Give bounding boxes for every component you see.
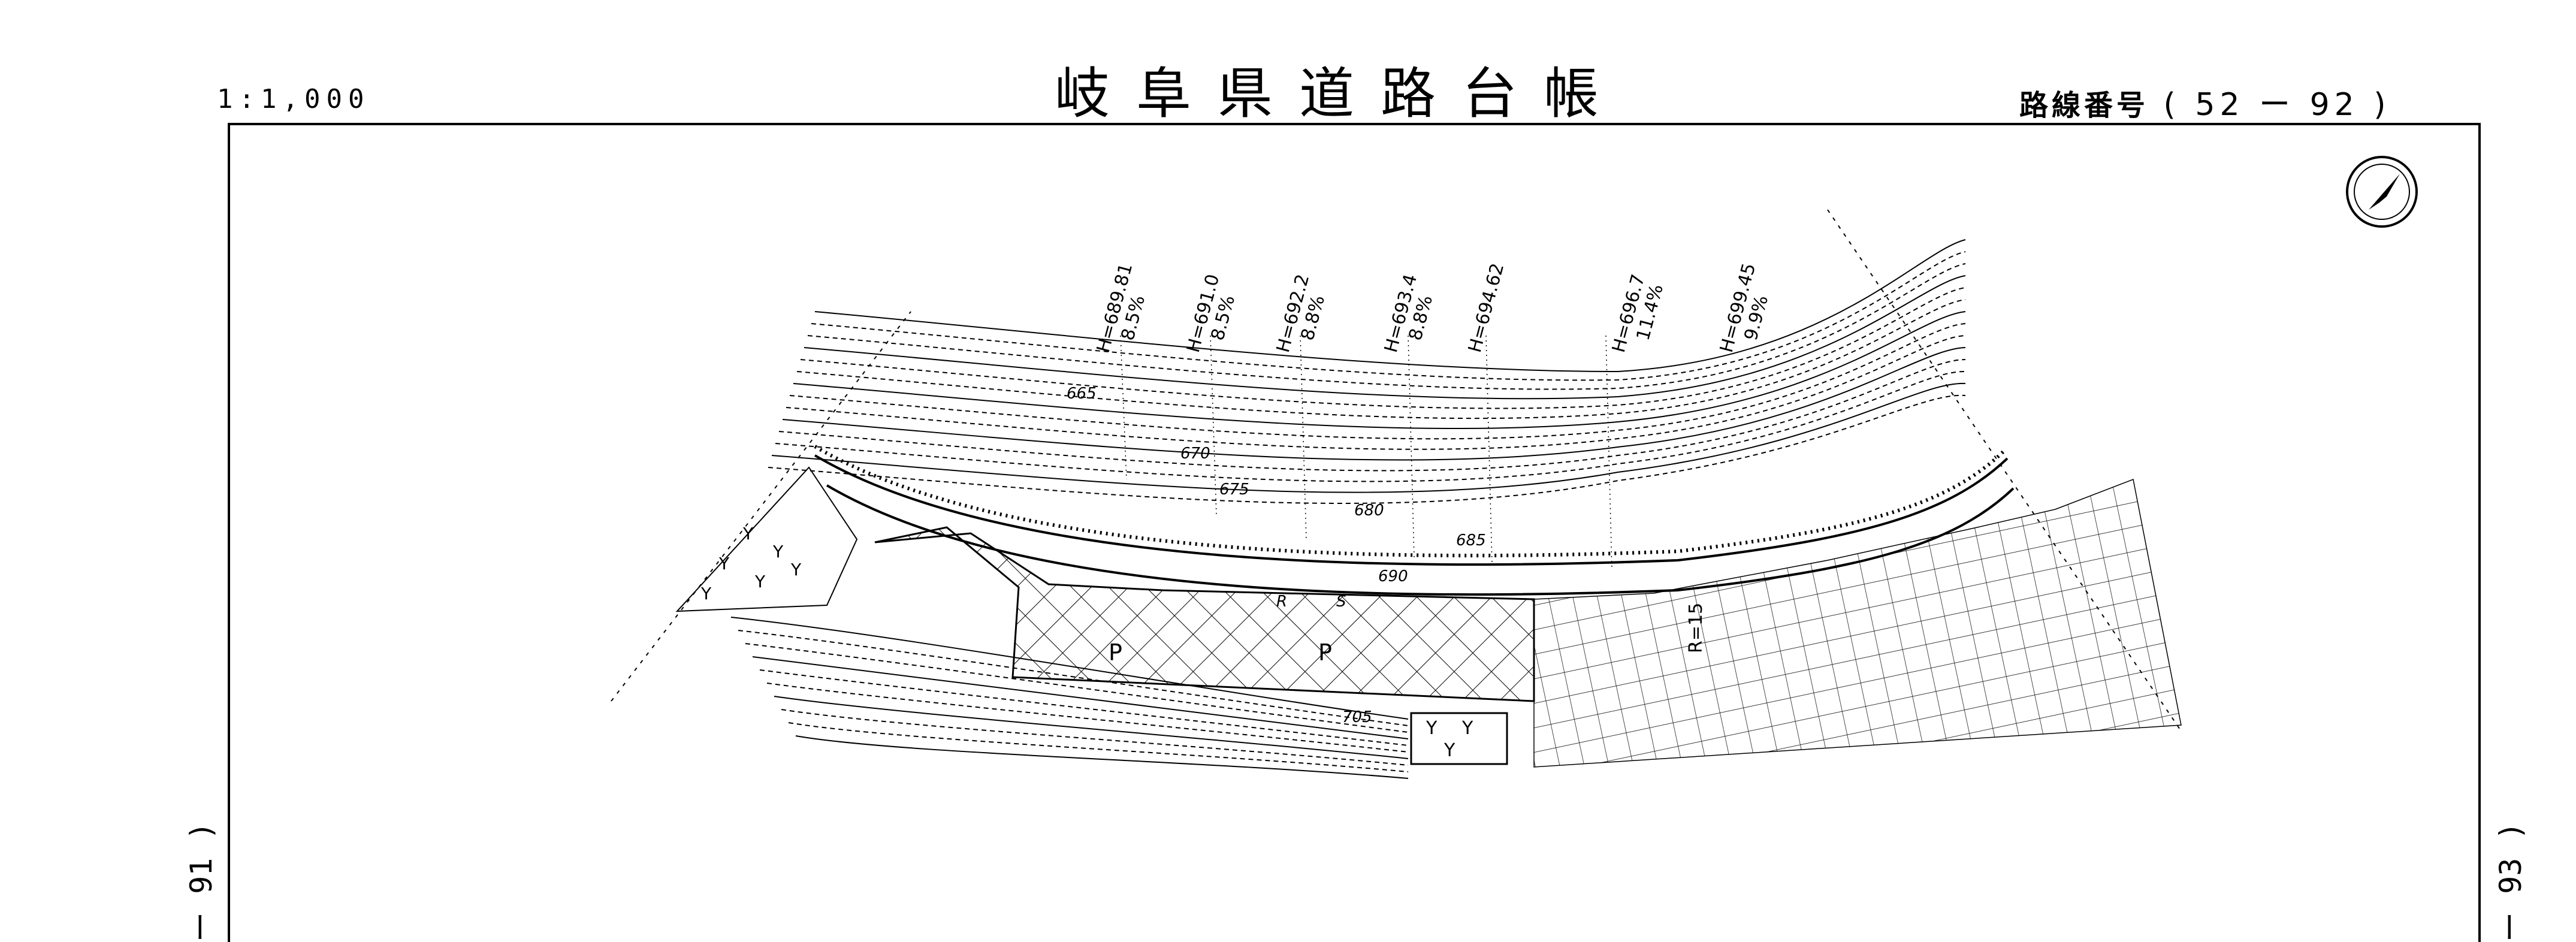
road-mark-r: R [1276, 593, 1287, 611]
contour-line [771, 382, 1966, 493]
elevation-point: H=693.48.8% [1381, 272, 1437, 355]
route-number-value: ( 52 ー 92 ) [2163, 87, 2391, 123]
vegetation-area-left [675, 466, 858, 612]
svg-text:Y: Y [1443, 740, 1455, 761]
route-number-label: 路線番号 [2019, 89, 2149, 122]
elevation-point: H=691.08.5% [1183, 272, 1239, 355]
radius-label: R=15 [1686, 603, 1707, 653]
contour-label: 690 [1378, 567, 1408, 585]
contour-line [774, 696, 1409, 759]
sheet-title: 岐阜県道路台帳 [1055, 62, 1626, 126]
contour-line [807, 263, 1966, 390]
svg-text:Y: Y [772, 542, 784, 561]
svg-text:Y: Y [790, 560, 802, 579]
route-number: 路線番号 ( 52 ー 92 ) [2019, 79, 2391, 124]
contour-line [768, 394, 1966, 504]
road-edge-upper [814, 454, 2009, 566]
contour-label: 705 [1342, 708, 1372, 726]
contour-line [788, 722, 1409, 772]
contour-line [752, 656, 1409, 739]
contour-line [789, 323, 1966, 440]
vegetation-box [1410, 712, 1508, 765]
contour-line [759, 669, 1409, 746]
contour-line [766, 683, 1409, 753]
elevation-point: H=696.711.4% [1608, 272, 1668, 355]
contour-line [786, 335, 1966, 450]
map-scale: 1:1,000 [217, 84, 370, 114]
road-mark-s: S [1336, 593, 1346, 611]
vegetation-symbols: YYY YYY [700, 524, 802, 603]
elevation-annotations: H=689.818.5% H=691.08.5% H=692.28.8% H=693.… [1093, 261, 1772, 355]
north-arrow-icon [2346, 156, 2418, 228]
contour-line [745, 643, 1409, 733]
contour-line [814, 239, 1966, 373]
contour-line [782, 347, 1966, 461]
svg-text:Y: Y [742, 524, 754, 544]
road-dotted-border [814, 445, 2006, 558]
survey-lines [1120, 335, 1612, 570]
contour-line [796, 299, 1966, 419]
contour-line [795, 735, 1409, 779]
parking-letter-1: P [1109, 639, 1122, 666]
contour-line [793, 311, 1966, 430]
svg-text:Y: Y [700, 584, 712, 603]
contour-line [804, 275, 1966, 400]
elevation-value: H=694.62 [1464, 261, 1508, 355]
contour-labels: 665 670 675 680 685 690 705 [1067, 385, 1486, 726]
contour-label: 675 [1219, 481, 1249, 499]
svg-text:Y: Y [1461, 718, 1473, 739]
contour-label: 685 [1456, 532, 1486, 550]
svg-text:Y: Y [718, 554, 730, 573]
elevation-point: H=694.62 [1464, 261, 1508, 355]
elevation-point: H=692.28.8% [1273, 272, 1329, 355]
contour-line [781, 709, 1409, 766]
contour-line [811, 251, 1966, 381]
contour-line [800, 287, 1966, 409]
contour-label: 670 [1180, 445, 1210, 463]
contour-label: 680 [1354, 502, 1384, 520]
contour-label: 665 [1067, 385, 1097, 403]
svg-text:Y: Y [754, 572, 766, 591]
elevation-point: H=689.818.5% [1093, 261, 1149, 355]
contour-lines-upper [768, 239, 1966, 504]
elevation-point: H=699.459.9% [1716, 261, 1772, 355]
contour-line [778, 359, 1966, 472]
map-frame [228, 123, 2481, 942]
contour-line [775, 370, 1966, 482]
parking-letter-2: P [1318, 639, 1332, 666]
svg-text:Y: Y [1426, 718, 1438, 739]
grid-area-right [1533, 478, 2182, 768]
